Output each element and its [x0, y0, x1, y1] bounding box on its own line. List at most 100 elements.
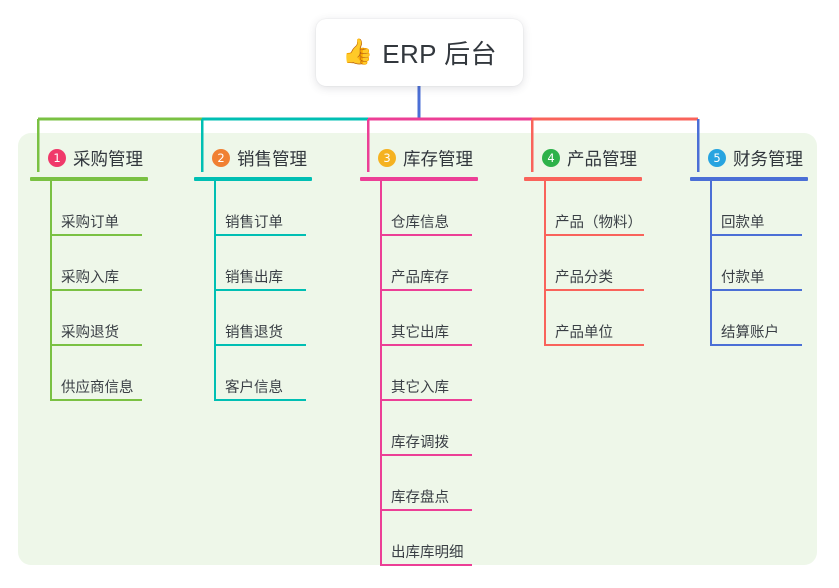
- branch-header-rule: [194, 177, 312, 181]
- branch-item-rule: [544, 289, 644, 291]
- branch-header-rule: [360, 177, 478, 181]
- branch-item-rule: [544, 234, 644, 236]
- branch-item[interactable]: 产品库存: [380, 236, 478, 291]
- branch-column-3: 3 库存管理仓库信息产品库存其它出库其它入库库存调拨库存盘点出库库明细: [360, 145, 478, 566]
- branch-item[interactable]: 库存盘点: [380, 456, 478, 511]
- branch-item-rule: [380, 399, 472, 401]
- branch-item-rule: [380, 509, 472, 511]
- branch-item-rule: [214, 234, 306, 236]
- branch-title: 财务管理: [733, 148, 803, 169]
- branch-column-1: 1 采购管理采购订单采购入库采购退货供应商信息: [30, 145, 148, 401]
- branch-item[interactable]: 其它出库: [380, 291, 478, 346]
- branch-spine: [544, 181, 546, 346]
- branch-item[interactable]: 付款单: [710, 236, 808, 291]
- branch-item-label: 仓库信息: [391, 215, 449, 231]
- branch-item-label: 库存盘点: [391, 490, 449, 506]
- branch-header-3[interactable]: 3 库存管理: [360, 145, 478, 171]
- branch-item[interactable]: 结算账户: [710, 291, 808, 346]
- branch-item-rule: [380, 234, 472, 236]
- branch-item-rule: [380, 564, 472, 566]
- branch-item[interactable]: 产品分类: [544, 236, 644, 291]
- branch-item-rule: [380, 289, 472, 291]
- branch-item-label: 出库库明细: [391, 545, 464, 561]
- branch-item-rule: [50, 344, 142, 346]
- branch-item[interactable]: 产品（物料）: [544, 181, 644, 236]
- branch-item-label: 其它出库: [391, 325, 449, 341]
- branch-item-rule: [214, 344, 306, 346]
- branch-header-2[interactable]: 2 销售管理: [194, 145, 312, 171]
- branch-item-label: 其它入库: [391, 380, 449, 396]
- branch-item[interactable]: 销售退货: [214, 291, 312, 346]
- branch-title: 库存管理: [403, 148, 473, 169]
- branch-item-label: 产品分类: [555, 270, 613, 286]
- branch-header-rule: [30, 177, 148, 181]
- branch-title: 产品管理: [567, 148, 637, 169]
- branch-item-list: 产品（物料） 产品分类产品单位: [524, 181, 644, 346]
- branch-spine: [710, 181, 712, 346]
- branch-item[interactable]: 采购订单: [50, 181, 148, 236]
- branch-item-label: 产品（物料）: [555, 215, 642, 231]
- branch-title: 采购管理: [73, 148, 143, 169]
- branch-item-label: 采购订单: [61, 215, 119, 231]
- branch-item-list: 销售订单销售出库销售退货客户信息: [194, 181, 312, 401]
- branch-item[interactable]: 采购入库: [50, 236, 148, 291]
- branch-item[interactable]: 采购退货: [50, 291, 148, 346]
- branch-title: 销售管理: [237, 148, 307, 169]
- branch-item-rule: [380, 454, 472, 456]
- branch-item[interactable]: 库存调拨: [380, 401, 478, 456]
- branch-item-rule: [214, 399, 306, 401]
- branch-item-rule: [710, 234, 802, 236]
- branch-item[interactable]: 销售出库: [214, 236, 312, 291]
- branch-header-1[interactable]: 1 采购管理: [30, 145, 148, 171]
- branch-item-rule: [544, 344, 644, 346]
- branch-number-badge: 3: [378, 149, 396, 167]
- branch-item-list: 采购订单采购入库采购退货供应商信息: [30, 181, 148, 401]
- branch-item[interactable]: 销售订单: [214, 181, 312, 236]
- branch-column-5: 5 财务管理回款单付款单结算账户: [690, 145, 808, 346]
- branch-number-badge: 5: [708, 149, 726, 167]
- branch-item[interactable]: 其它入库: [380, 346, 478, 401]
- branch-item-label: 采购退货: [61, 325, 119, 341]
- branch-item-rule: [380, 344, 472, 346]
- branch-item-rule: [710, 344, 802, 346]
- branch-item-label: 供应商信息: [61, 380, 134, 396]
- root-title: ERP 后台: [382, 39, 497, 69]
- branch-spine: [380, 181, 382, 566]
- branch-item-label: 回款单: [721, 215, 765, 231]
- branch-item[interactable]: 客户信息: [214, 346, 312, 401]
- branch-header-rule: [690, 177, 808, 181]
- branch-item-label: 采购入库: [61, 270, 119, 286]
- branch-item-rule: [50, 289, 142, 291]
- branch-number-badge: 1: [48, 149, 66, 167]
- branch-item-label: 付款单: [721, 270, 765, 286]
- branches-panel: [18, 133, 817, 565]
- branch-item-label: 销售订单: [225, 215, 283, 231]
- branch-number-badge: 2: [212, 149, 230, 167]
- branch-header-4[interactable]: 4 产品管理: [524, 145, 642, 171]
- branch-item-label: 客户信息: [225, 380, 283, 396]
- branch-number-badge: 4: [542, 149, 560, 167]
- branch-item[interactable]: 出库库明细: [380, 511, 478, 566]
- branch-item-rule: [50, 234, 142, 236]
- branch-item-rule: [710, 289, 802, 291]
- branch-spine: [214, 181, 216, 401]
- branch-column-2: 2 销售管理销售订单销售出库销售退货客户信息: [194, 145, 312, 401]
- branch-item-rule: [50, 399, 142, 401]
- branch-item[interactable]: 回款单: [710, 181, 808, 236]
- branch-item[interactable]: 供应商信息: [50, 346, 148, 401]
- root-node[interactable]: 👍 ERP 后台: [316, 19, 523, 86]
- branch-item-label: 产品库存: [391, 270, 449, 286]
- branch-item-label: 库存调拨: [391, 435, 449, 451]
- branch-item[interactable]: 仓库信息: [380, 181, 478, 236]
- branch-item-list: 回款单付款单结算账户: [690, 181, 808, 346]
- branch-item-list: 仓库信息产品库存其它出库其它入库库存调拨库存盘点出库库明细: [360, 181, 478, 566]
- branch-item-label: 销售出库: [225, 270, 283, 286]
- branch-item-label: 结算账户: [721, 325, 779, 341]
- thumbs-up-icon: 👍: [342, 38, 374, 66]
- branch-item[interactable]: 产品单位: [544, 291, 644, 346]
- branch-header-rule: [524, 177, 642, 181]
- branch-item-label: 销售退货: [225, 325, 283, 341]
- branch-header-5[interactable]: 5 财务管理: [690, 145, 808, 171]
- branch-column-4: 4 产品管理产品（物料） 产品分类产品单位: [524, 145, 644, 346]
